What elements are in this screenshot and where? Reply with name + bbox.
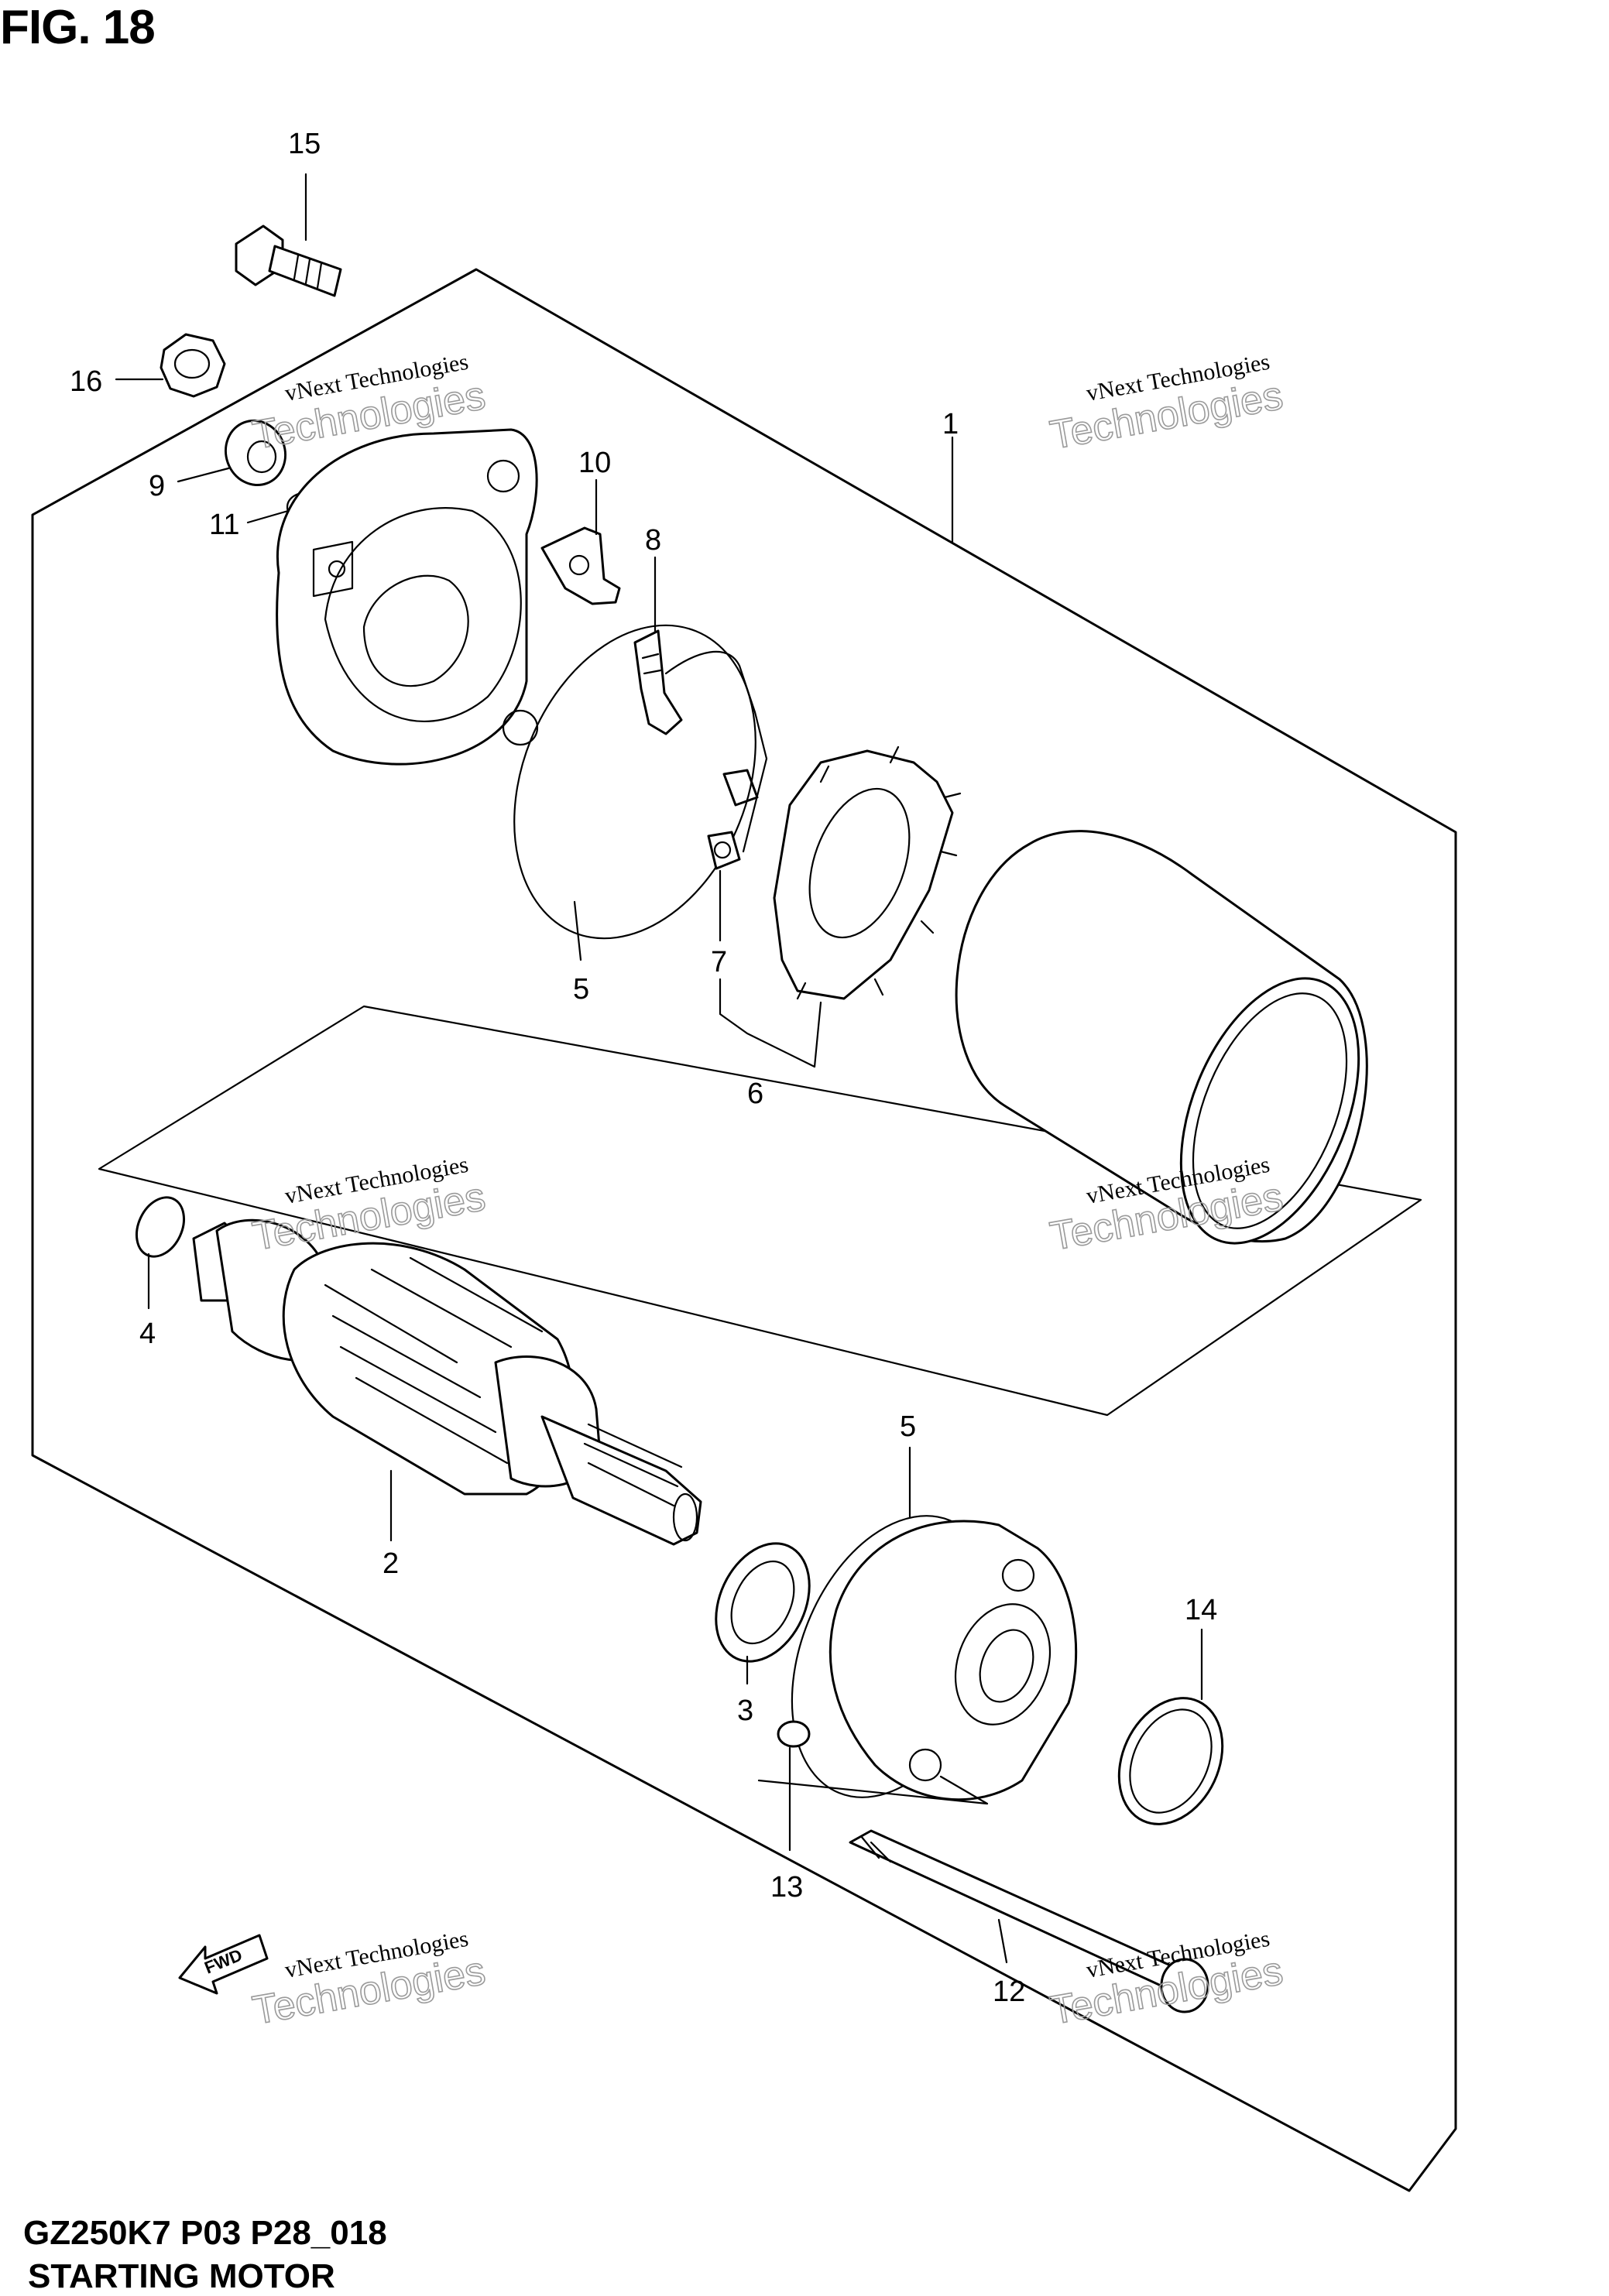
callout-5b: 5 bbox=[900, 1410, 916, 1443]
part-6-brush-holder-plate bbox=[773, 745, 962, 1000]
callout-16: 16 bbox=[70, 365, 102, 398]
part-13-o-ring bbox=[777, 1720, 811, 1748]
part-15-bolt bbox=[235, 224, 342, 297]
part-16-nut bbox=[160, 333, 226, 398]
leader-lines bbox=[115, 173, 1203, 1964]
callout-13: 13 bbox=[770, 1871, 803, 1904]
part-yoke-cylinder bbox=[955, 830, 1368, 1245]
diagram-code: GZ250K7 P03 P28_018 bbox=[23, 2214, 387, 2252]
part-4-washer bbox=[136, 1196, 185, 1258]
callout-4: 4 bbox=[139, 1318, 156, 1350]
part-2-armature bbox=[192, 1218, 702, 1546]
part-5-o-ring-upper bbox=[513, 624, 756, 940]
callout-3: 3 bbox=[737, 1695, 753, 1727]
part-3-oil-seal bbox=[715, 1542, 811, 1663]
part-7-brush bbox=[707, 831, 741, 870]
callout-7: 7 bbox=[711, 946, 727, 978]
part-10-terminal-plate bbox=[540, 526, 621, 605]
fwd-arrow-icon: FWD bbox=[178, 1934, 269, 1995]
part-front-cover-housing bbox=[829, 1520, 1078, 1801]
part-9-seal bbox=[225, 419, 286, 487]
callout-15: 15 bbox=[288, 128, 321, 160]
callout-9: 9 bbox=[149, 470, 165, 502]
subassembly-outline bbox=[98, 1005, 1422, 1417]
callout-5a: 5 bbox=[573, 973, 589, 1006]
callout-6: 6 bbox=[747, 1078, 763, 1110]
callout-11: 11 bbox=[209, 509, 239, 541]
part-12-through-bolt bbox=[849, 1829, 1209, 2013]
callout-10: 10 bbox=[578, 447, 611, 479]
diagram-name: STARTING MOTOR bbox=[28, 2257, 335, 2295]
callout-8: 8 bbox=[645, 524, 661, 557]
part-8-terminal-bolt bbox=[633, 629, 768, 853]
callout-14: 14 bbox=[1185, 1594, 1217, 1626]
part-14-o-ring bbox=[1117, 1697, 1224, 1825]
callout-labels: 15 16 1 10 9 11 8 5 7 6 4 2 5 3 14 13 12 bbox=[70, 128, 1217, 2008]
assembly-outline bbox=[31, 268, 1457, 2192]
callout-2: 2 bbox=[383, 1547, 399, 1580]
callout-12: 12 bbox=[993, 1976, 1025, 2008]
figure-title: FIG. 18 bbox=[0, 1, 156, 54]
callout-1: 1 bbox=[942, 408, 959, 440]
part-rear-cover-housing bbox=[276, 428, 539, 766]
